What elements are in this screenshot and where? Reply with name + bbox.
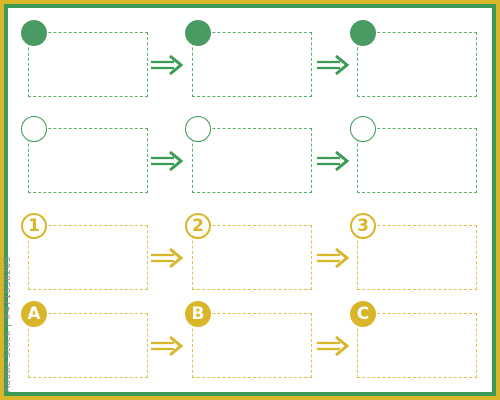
watermark-text: Adobe Stock | #471638205 — [3, 255, 13, 392]
inner-frame — [4, 4, 496, 396]
letter-badge: A — [21, 301, 47, 327]
filled-circle-marker — [21, 20, 47, 46]
step-box — [357, 32, 477, 97]
right-arrow-icon — [316, 247, 350, 269]
right-arrow-icon — [150, 150, 184, 172]
step-box — [192, 225, 312, 290]
outline-circle-marker — [350, 116, 376, 142]
right-arrow-icon — [150, 247, 184, 269]
step-box — [357, 313, 477, 378]
step-box — [357, 225, 477, 290]
right-arrow-icon — [150, 335, 184, 357]
right-arrow-icon — [150, 54, 184, 76]
step-box — [28, 32, 148, 97]
step-box — [28, 128, 148, 193]
outline-circle-marker — [21, 116, 47, 142]
step-box — [192, 32, 312, 97]
right-arrow-icon — [316, 150, 350, 172]
filled-circle-marker — [350, 20, 376, 46]
number-badge: 3 — [350, 213, 376, 239]
number-badge: 1 — [21, 213, 47, 239]
letter-badge: B — [185, 301, 211, 327]
step-box — [28, 225, 148, 290]
filled-circle-marker — [185, 20, 211, 46]
number-badge: 2 — [185, 213, 211, 239]
step-box — [28, 313, 148, 378]
outline-circle-marker — [185, 116, 211, 142]
right-arrow-icon — [316, 54, 350, 76]
right-arrow-icon — [316, 335, 350, 357]
letter-badge: C — [350, 301, 376, 327]
step-box — [357, 128, 477, 193]
step-box — [192, 128, 312, 193]
step-box — [192, 313, 312, 378]
